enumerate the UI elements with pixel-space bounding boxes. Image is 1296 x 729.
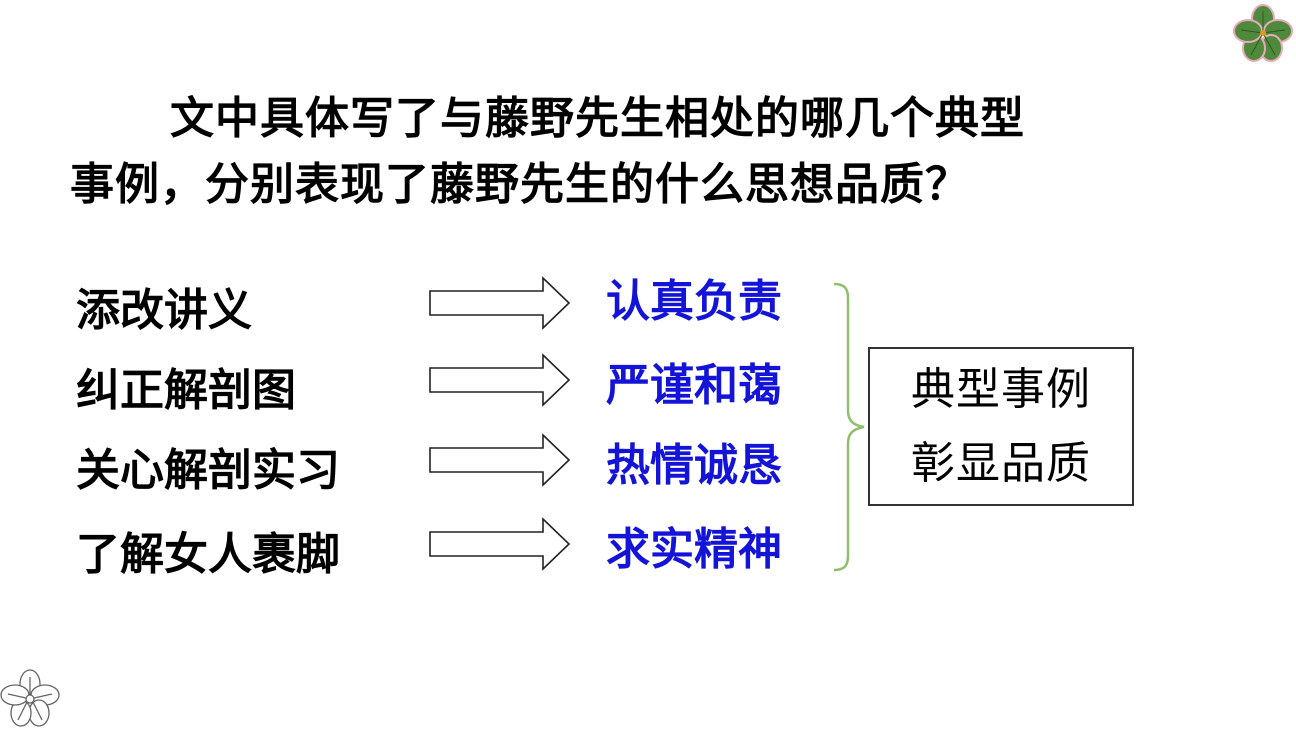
event-item: 了解女人裹脚: [76, 529, 340, 580]
quality-item: 热情诚恳: [606, 440, 782, 491]
quality-item: 认真负责: [606, 276, 782, 327]
summary-line-2: 彰显品质: [911, 437, 1091, 489]
right-arrow-icon: [429, 276, 571, 330]
right-arrow-icon: [429, 433, 571, 487]
summary-box: 典型事例 彰显品质: [868, 347, 1134, 506]
event-item: 添改讲义: [76, 285, 252, 336]
quality-item: 严谨和蔼: [606, 360, 782, 411]
event-item: 纠正解剖图: [76, 365, 296, 416]
outline-flower-icon: [0, 669, 60, 727]
event-item: 关心解剖实习: [76, 445, 340, 496]
summary-line-1: 典型事例: [911, 363, 1091, 415]
right-arrow-icon: [429, 517, 571, 571]
question-line-2: 事例，分别表现了藤野先生的什么思想品质？: [70, 159, 970, 210]
clover-flower-icon: [1233, 4, 1293, 62]
right-brace-icon: [833, 282, 865, 572]
quality-item: 求实精神: [606, 524, 782, 575]
question-line-1: 文中具体写了与藤野先生相处的哪几个典型: [170, 93, 1025, 144]
right-arrow-icon: [429, 353, 571, 407]
question-text: 文中具体写了与藤野先生相处的哪几个典型 事例，分别表现了藤野先生的什么思想品质？: [70, 86, 1170, 218]
